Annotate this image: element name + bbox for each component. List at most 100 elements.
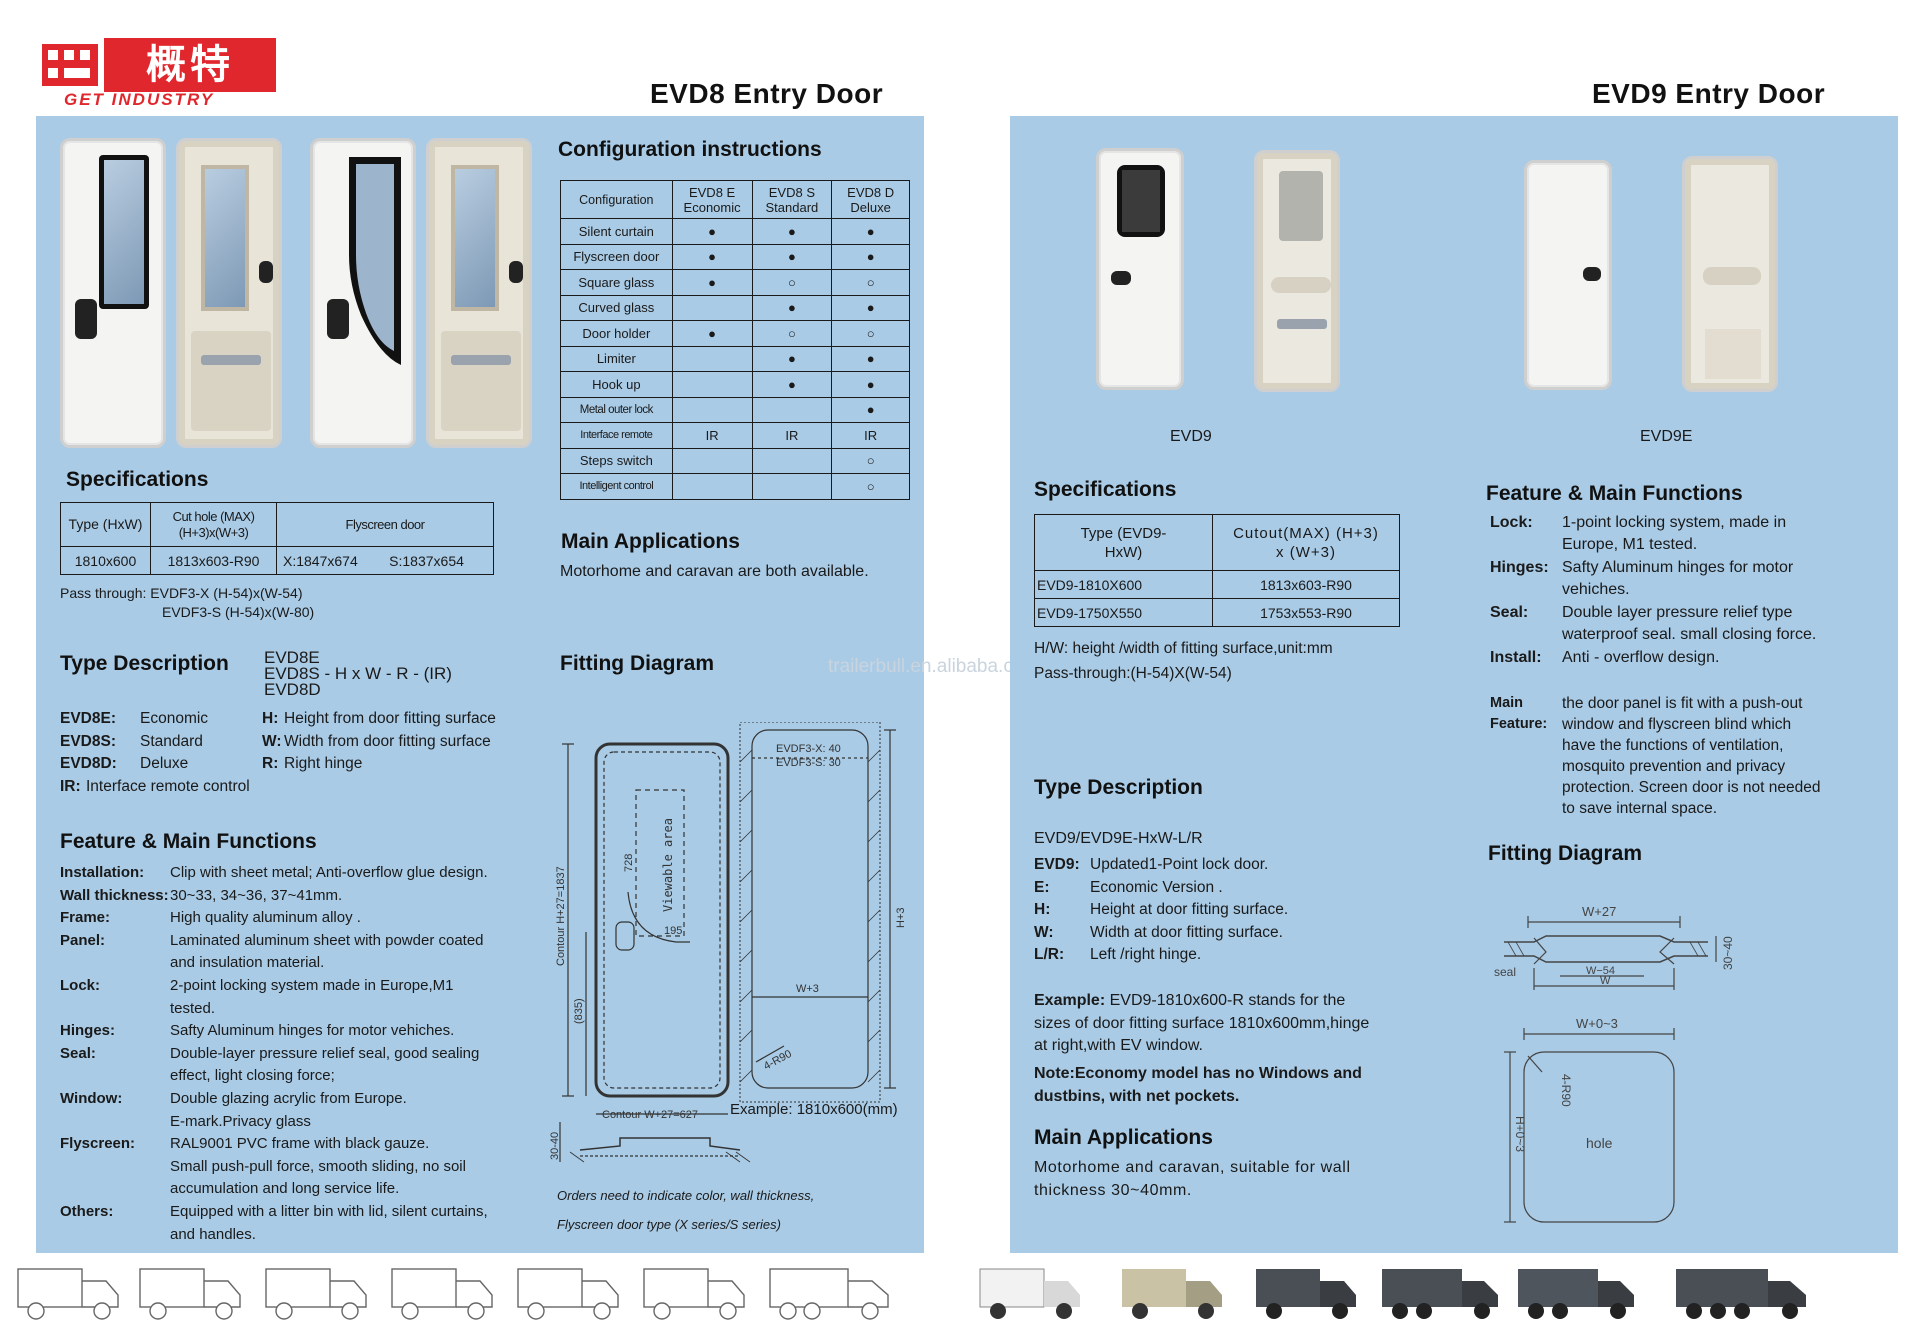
evd9-page-title: EVD9 Entry Door: [1592, 78, 1826, 109]
evd8-apps-text: Motorhome and caravan are both available…: [560, 563, 869, 580]
feature-key: Lock:: [60, 976, 101, 994]
pass-through-s: EVDF3-S (H-54)x(W-80): [162, 604, 315, 620]
legend-value: Width at door fitting surface.: [1090, 923, 1283, 941]
fit-label-3040: 30-40: [549, 1132, 561, 1160]
fit-label-hole: hole: [1586, 1135, 1613, 1151]
config-mark: [751, 473, 833, 500]
apps-line: Motorhome and caravan, suitable for wall: [1034, 1159, 1351, 1176]
fit-label-w27: W+27: [1582, 904, 1616, 919]
truck-sketch-icon: [391, 1268, 493, 1320]
legend-key: H:: [262, 710, 279, 727]
fit-label-w03: W+0~3: [1576, 1016, 1618, 1031]
fit-label-3040: 30~40: [1721, 936, 1735, 970]
evd8e-door-exterior: [60, 138, 166, 448]
feature-key: Hinges:: [1490, 559, 1549, 576]
evd8-order-note-2: Flyscreen door type (X series/S series): [557, 1217, 781, 1232]
truck-photo-icon: [1256, 1269, 1356, 1319]
evd9-door-label: EVD9: [1170, 428, 1212, 445]
feature-key: Feature:: [1490, 716, 1548, 732]
config-header-cell: Configuration: [560, 180, 673, 219]
type-code: EVD8S - H x W - R - (IR): [264, 664, 452, 683]
config-header-cell: EVD8 D Deluxe: [831, 180, 910, 219]
feature-key: Seal:: [60, 1044, 96, 1062]
config-mark: ●: [751, 218, 833, 245]
config-mark: ●: [671, 218, 753, 245]
fit-label-viewable: Viewable area: [661, 818, 675, 912]
evd9-features-heading: Feature & Main Functions: [1486, 482, 1743, 505]
config-table: Configuration EVD8 E Economic EVD8 S Sta…: [560, 180, 910, 500]
fit-label-r90: 4-R90: [762, 1048, 794, 1073]
legend-value: Height from door fitting surface: [284, 710, 496, 727]
evd8-specs-heading: Specifications: [66, 468, 209, 491]
feature-line: Small push-pull force, smooth sliding, n…: [170, 1157, 466, 1175]
evd9e-door-interior: [1682, 156, 1778, 392]
config-mark: [671, 345, 753, 372]
config-mark: IR: [831, 422, 910, 449]
config-mark: ○: [831, 320, 910, 347]
feature-line: have the functions of ventilation,: [1562, 737, 1784, 754]
evd9-specs-table: Type (EVD9-HxW) Cutout(MAX) (H+3) x (W+3…: [1034, 514, 1400, 627]
fit-label-835: (835): [573, 998, 585, 1024]
config-feature: Silent curtain: [560, 218, 673, 245]
feature-key: Hinges:: [60, 1022, 116, 1040]
legend-key: EVD9:: [1034, 856, 1080, 873]
door-handle-icon: [1583, 267, 1601, 281]
truck-photo-icon: [979, 1268, 1080, 1319]
evd8e-door-interior: [176, 138, 282, 448]
config-feature: Square glass: [560, 269, 673, 296]
evd9-specs-note-2: Pass-through:(H-54)X(W-54): [1034, 665, 1232, 682]
config-feature: Hook up: [560, 371, 673, 398]
evd8-apps-heading: Main Applications: [561, 530, 740, 553]
specs-header-cell: Cut hole (MAX) (H+3)x(W+3): [150, 502, 277, 547]
legend-value: Updated1-Point lock door.: [1090, 856, 1269, 873]
config-feature: Intelligent control: [560, 473, 673, 500]
feature-key: Panel:: [60, 931, 106, 949]
legend-value: Economic Version .: [1090, 878, 1223, 896]
door-handle-icon: [327, 299, 349, 339]
feature-line: Clip with sheet metal; Anti-overflow glu…: [170, 864, 488, 881]
truck-photo-icon: [1518, 1269, 1634, 1319]
truck-sketch-icon: [139, 1268, 241, 1320]
feature-line: and handles.: [170, 1225, 256, 1243]
legend-value: Interface remote control: [86, 777, 250, 795]
feature-line: waterproof seal. small closing force.: [1562, 626, 1817, 643]
example-line: sizes of door fitting surface 1810x600mm…: [1034, 1014, 1370, 1032]
feature-key: Lock:: [1490, 514, 1533, 531]
apps-line: thickness 30~40mm.: [1034, 1181, 1192, 1199]
evd9-fitting-heading: Fitting Diagram: [1488, 842, 1643, 865]
feature-line: Double-layer pressure relief seal, good …: [170, 1044, 480, 1062]
feature-line: Double glazing acrylic from Europe.: [170, 1089, 407, 1107]
evd9-apps-heading: Main Applications: [1034, 1126, 1213, 1149]
feature-line: accumulation and long service life.: [170, 1180, 400, 1198]
evd9e-door-label: EVD9E: [1640, 428, 1693, 445]
feature-line: tested.: [170, 999, 216, 1017]
config-feature: Limiter: [560, 345, 673, 372]
specs-type-value: 1810x600: [60, 546, 151, 575]
config-mark: [751, 447, 833, 474]
config-mark: ●: [831, 243, 910, 270]
fit-label-evdf3x: EVDF3-X: 40: [776, 743, 841, 755]
legend-key: H:: [1034, 901, 1051, 918]
truck-sketch-icon: [769, 1268, 889, 1320]
door-window: [99, 155, 149, 309]
truck-sketch-icon: [643, 1268, 745, 1320]
legend-value: Left /right hinge.: [1090, 946, 1202, 963]
feature-line: Europe, M1 tested.: [1562, 536, 1698, 553]
evd8-order-note-1: Orders need to indicate color, wall thic…: [557, 1188, 815, 1203]
specs-header-cell: Cutout(MAX) (H+3) x (W+3): [1212, 514, 1400, 571]
config-mark: ○: [751, 320, 833, 347]
feature-line: RAL9001 PVC frame with black gauze.: [170, 1135, 430, 1153]
config-mark: ●: [831, 371, 910, 398]
logo-english-text: GET INDUSTRY: [64, 90, 215, 109]
config-mark: ●: [751, 371, 833, 398]
legend-value: Right hinge: [284, 755, 363, 772]
specs-flyscreen-x: X:1847x674: [276, 546, 390, 575]
specs-cut-value: 1813x603-R90: [1212, 570, 1400, 599]
truck-photo-icon: [1122, 1269, 1222, 1319]
fit-label-195: 195: [664, 925, 682, 937]
feature-line: 1-point locking system, made in: [1562, 514, 1787, 531]
fit-label-w3: W+3: [796, 983, 819, 995]
fit-label-evdf3s: EVDF3-S: 30: [776, 757, 841, 769]
door-lock-icon: [509, 261, 523, 283]
